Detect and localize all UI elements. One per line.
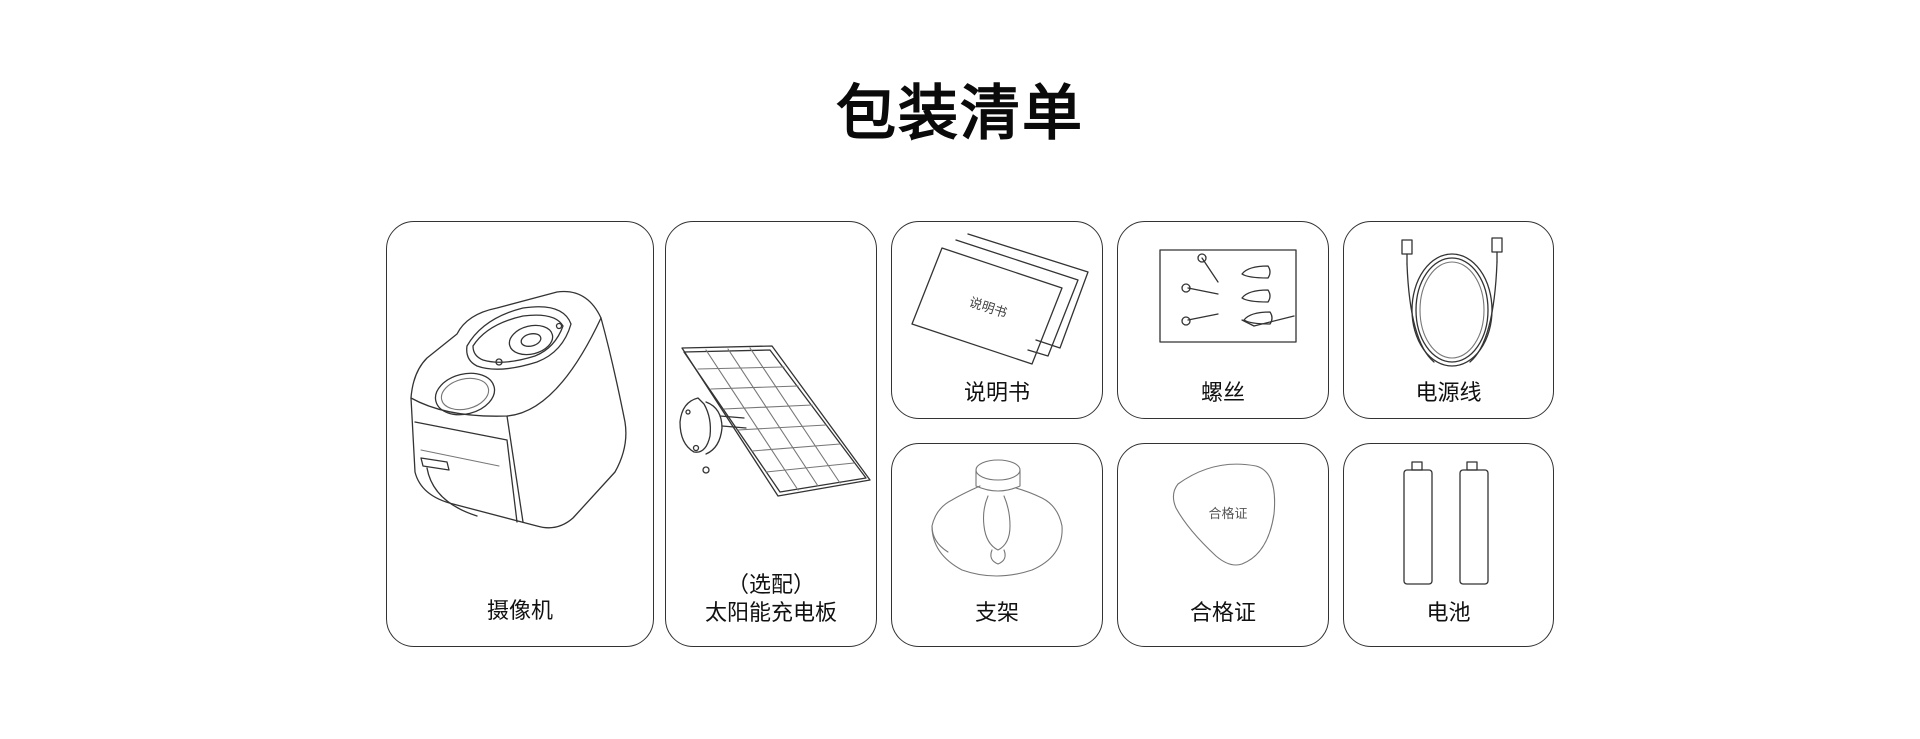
item-card-bracket: 支架 (891, 443, 1103, 647)
item-label-power-cable: 电源线 (1415, 381, 1482, 406)
item-card-certificate: 合格证 合格证 (1117, 443, 1329, 647)
item-label-camera: 摄像机 (486, 599, 553, 624)
page-title: 包装清单 (836, 79, 1084, 149)
item-label-certificate: 合格证 (1189, 601, 1256, 626)
item-card-screws: 螺丝 (1117, 221, 1329, 419)
item-label-battery: 电池 (1426, 601, 1471, 626)
item-card-power-cable: 电源线 (1343, 221, 1554, 419)
certificate-card-text: 合格证 (1208, 506, 1247, 522)
item-card-solar-panel: （选配） 太阳能充电板 (665, 221, 877, 647)
certificate-card-icon: 合格证 (1172, 463, 1276, 566)
item-label-solar-panel-note: （选配） (726, 573, 815, 598)
item-label-bracket: 支架 (974, 601, 1019, 626)
usb-cable-icon (1401, 237, 1503, 367)
item-card-manual: 说明书 说明书 (891, 221, 1103, 419)
security-camera-icon (410, 290, 627, 529)
solar-panel-icon (679, 345, 871, 497)
manual-cover-text: 说明书 (967, 295, 1009, 321)
manual-booklet-icon: 说明书 (911, 233, 1089, 365)
mount-bracket-icon (931, 459, 1063, 577)
item-label-solar-panel: 太阳能充电板 (704, 601, 837, 626)
batteries-icon (1403, 461, 1489, 585)
item-label-screws: 螺丝 (1200, 381, 1245, 406)
item-label-manual: 说明书 (963, 381, 1030, 406)
item-card-battery: 电池 (1343, 443, 1554, 647)
screws-pack-icon (1159, 249, 1297, 343)
item-card-camera: 摄像机 (386, 221, 654, 647)
